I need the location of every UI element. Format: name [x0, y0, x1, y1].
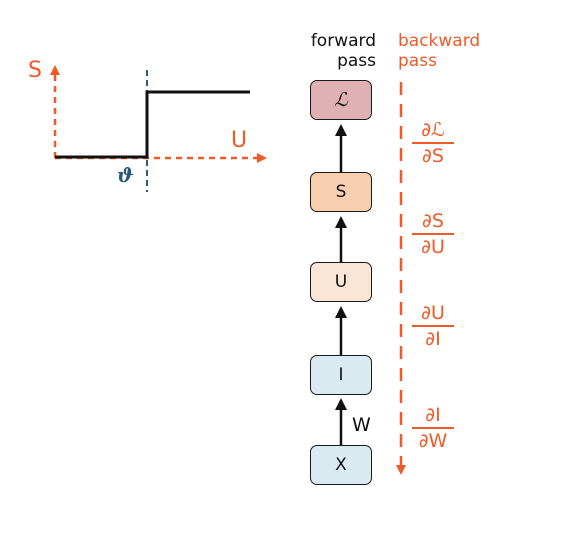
node-x: X	[310, 445, 372, 485]
forward-pass-header: forward pass	[290, 31, 376, 71]
forward-pass-header-line2: pass	[337, 51, 376, 71]
gradient-du-di: ∂U ∂I	[412, 302, 454, 350]
gradient-dloss-ds-numerator: ∂ℒ	[412, 119, 454, 144]
node-i: I	[310, 355, 372, 395]
forward-pass-header-line1: forward	[310, 31, 376, 51]
threshold-label: ϑ	[117, 163, 134, 187]
gradient-di-dw-numerator: ∂I	[412, 404, 454, 429]
backward-pass-header-line2: pass	[398, 51, 437, 71]
gradient-di-dw-denominator: ∂W	[418, 430, 448, 452]
gradient-dloss-ds: ∂ℒ ∂S	[412, 119, 454, 167]
gradient-du-di-numerator: ∂U	[412, 302, 454, 327]
step-plot-x-label: U	[231, 128, 248, 153]
gradient-ds-du-numerator: ∂S	[412, 210, 454, 235]
gradient-dloss-ds-denominator: ∂S	[422, 145, 444, 167]
backward-pass-header: backward pass	[398, 31, 480, 71]
gradient-ds-du: ∂S ∂U	[412, 210, 454, 258]
node-i-label: I	[338, 365, 344, 385]
backward-pass-header-line1: backward	[398, 31, 481, 51]
node-s: S	[310, 172, 372, 212]
node-loss: ℒ	[310, 80, 372, 120]
node-x-label: X	[335, 455, 347, 475]
node-u-label: U	[334, 272, 348, 292]
node-u: U	[310, 262, 372, 302]
step-plot-y-label: S	[28, 58, 42, 83]
weight-label: W	[352, 414, 371, 436]
gradient-du-di-denominator: ∂I	[425, 328, 441, 350]
gradient-di-dw: ∂I ∂W	[412, 404, 454, 452]
node-loss-label: ℒ	[334, 89, 348, 111]
step-function-curve	[55, 90, 250, 159]
gradient-ds-du-denominator: ∂U	[421, 236, 445, 258]
node-s-label: S	[335, 182, 347, 202]
